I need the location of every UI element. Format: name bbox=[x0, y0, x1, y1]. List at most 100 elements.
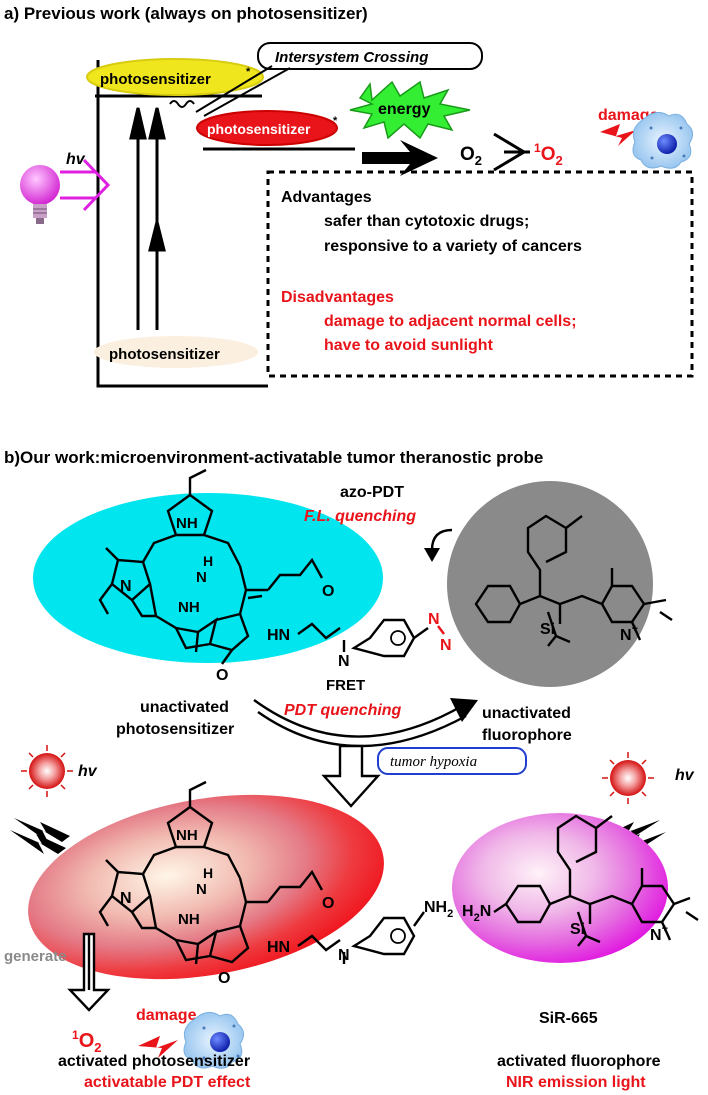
energy-label: energy bbox=[378, 101, 431, 118]
atom-n-linker-bottom: N bbox=[338, 947, 350, 964]
hv-b-right: hv bbox=[675, 767, 695, 784]
light-source-icon-left bbox=[21, 745, 73, 797]
damage-label-b: damage bbox=[136, 1007, 197, 1024]
linker-top bbox=[297, 622, 346, 652]
isc-label: Intersystem Crossing bbox=[275, 49, 428, 66]
light-bulb-icon bbox=[20, 165, 60, 224]
atom-hn-amide-top: HN bbox=[267, 627, 290, 644]
unactivated-fl-2: fluorophore bbox=[482, 727, 572, 744]
atom-o-amide-bottom: O bbox=[322, 895, 334, 912]
atom-n-top: N bbox=[120, 578, 132, 595]
atom-n-azo-1: N bbox=[428, 611, 440, 628]
advantages-title: Advantages bbox=[281, 189, 372, 206]
atom-n-mid-bottom: N bbox=[196, 881, 207, 898]
singlet-o2-b: 1O2 bbox=[72, 1028, 101, 1055]
isc-wavy bbox=[169, 100, 195, 108]
light-arrow-icon bbox=[60, 158, 111, 212]
panel-a-heading: a) Previous work (always on photosensiti… bbox=[4, 4, 368, 23]
o2: O2 bbox=[460, 144, 482, 168]
atom-n-mid-top: N bbox=[196, 569, 207, 586]
fl-quenching-arrow bbox=[430, 528, 453, 551]
light-beam-icon-left bbox=[10, 818, 70, 854]
atom-hn-top: NH bbox=[178, 599, 200, 616]
atom-n-plus-bottom: N+ bbox=[650, 923, 668, 944]
pros-cons-box bbox=[266, 170, 694, 378]
porphyrin-structure-top bbox=[98, 468, 324, 665]
unactivated-fl-1: unactivated bbox=[482, 705, 571, 722]
phenyl-bottom bbox=[351, 911, 425, 956]
disadvantage-1: damage to adjacent normal cells; bbox=[324, 313, 577, 330]
isc-pointer bbox=[195, 65, 291, 117]
sir-structure-top bbox=[474, 514, 673, 647]
atom-nh-top: NH bbox=[176, 515, 198, 532]
star-1: * bbox=[246, 66, 251, 78]
nir-emission-label: NIR emission light bbox=[506, 1074, 646, 1091]
isc-callout-box bbox=[257, 42, 483, 70]
activation-down-arrow bbox=[321, 744, 381, 808]
sir-structure-bottom bbox=[493, 814, 699, 947]
lightning-icon-a bbox=[600, 124, 636, 146]
atom-h-top: H bbox=[203, 553, 213, 569]
atom-n-linker-top: N bbox=[338, 653, 350, 670]
activated-fl-ellipse bbox=[452, 813, 668, 963]
atom-o-amide-top: O bbox=[322, 583, 334, 600]
panel-b-heading: b)Our work:microenvironment-activatable … bbox=[4, 448, 543, 467]
activated-ps-label: activated photosensitizer bbox=[58, 1053, 250, 1070]
fl-quenching-label: F.L. quenching bbox=[304, 508, 416, 525]
singlet-o2-a: 1O2 bbox=[534, 141, 563, 168]
atom-n-bottom: N bbox=[120, 890, 132, 907]
o2-conversion-arrow bbox=[493, 132, 530, 172]
cancer-cell-icon bbox=[632, 112, 693, 169]
hv-b-left: hv bbox=[78, 763, 98, 780]
atom-o-ketone-bottom: O bbox=[218, 970, 230, 987]
phenyl-top bbox=[351, 618, 429, 658]
fl-quenching-arrowhead bbox=[424, 548, 440, 562]
atom-nh-bottom: NH bbox=[176, 827, 198, 844]
excitation-arrows bbox=[129, 107, 166, 330]
fluorophore-circle bbox=[447, 481, 653, 687]
disadvantage-2: have to avoid sunlight bbox=[324, 337, 494, 354]
unactivated-ps-2: photosensitizer bbox=[116, 721, 234, 738]
activatable-pdt-label: activatable PDT effect bbox=[84, 1074, 251, 1091]
photosensitizer-ellipse bbox=[33, 493, 383, 663]
phenyl-bottom-ring bbox=[390, 928, 406, 944]
ps-triplet-label: photosensitizer bbox=[207, 121, 311, 137]
atom-nh2-bottom: NH2 bbox=[424, 899, 453, 920]
atom-h-bottom: H bbox=[203, 865, 213, 881]
atom-si-top: Si bbox=[540, 621, 555, 638]
ps-ground-ellipse bbox=[94, 336, 258, 368]
activated-fl-label: activated fluorophore bbox=[497, 1053, 661, 1070]
advantage-2: responsive to a variety of cancers bbox=[324, 238, 582, 255]
pdt-quenching-label: PDT quenching bbox=[284, 702, 402, 719]
tumor-hypoxia-label: tumor hypoxia bbox=[390, 754, 477, 770]
fret-label: FRET bbox=[326, 677, 365, 694]
ps-triplet-ellipse bbox=[196, 110, 338, 146]
atom-si-bottom: Si bbox=[570, 921, 585, 938]
light-source-icon-right bbox=[602, 752, 654, 804]
porphyrin-structure-bottom bbox=[98, 780, 324, 965]
lightning-icon-b bbox=[138, 1036, 178, 1058]
phenyl-top-ring bbox=[390, 630, 406, 646]
atom-o-ketone-top: O bbox=[216, 667, 228, 684]
energy-burst-icon bbox=[349, 80, 471, 140]
transfer-arrow-icon bbox=[362, 140, 438, 176]
ps-singlet-ellipse bbox=[86, 58, 264, 96]
ps-ground-label: photosensitizer bbox=[109, 346, 220, 363]
azo-bond bbox=[437, 625, 445, 635]
cancer-cell-icon-b bbox=[183, 1012, 244, 1069]
activated-ps-ellipse bbox=[28, 794, 384, 980]
energy-axis bbox=[96, 60, 268, 388]
tumor-hypoxia-box bbox=[377, 747, 527, 775]
star-2: * bbox=[333, 115, 338, 127]
linker-bottom bbox=[297, 934, 346, 964]
disadvantages-title: Disadvantages bbox=[281, 289, 394, 306]
atom-n-azo-2: N bbox=[440, 637, 452, 654]
hv-a: hv bbox=[66, 151, 86, 168]
atom-hn-amide-bottom: HN bbox=[267, 939, 290, 956]
probe-name: azo-PDT bbox=[340, 484, 404, 501]
generate-label: generate bbox=[4, 948, 67, 965]
advantage-1: safer than cytotoxic drugs; bbox=[324, 213, 529, 230]
unactivated-ps-1: unactivated bbox=[140, 699, 229, 716]
pdt-quench-arrowhead bbox=[450, 698, 478, 722]
